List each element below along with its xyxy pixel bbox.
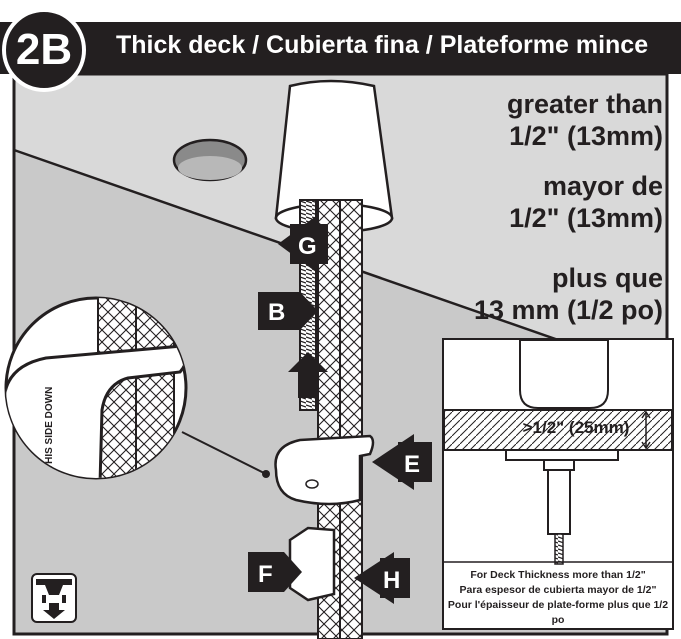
inset-nut	[547, 469, 571, 535]
part-tag-g: G	[278, 216, 328, 272]
inset-faucet-base	[519, 340, 609, 409]
inset-dimension-arrows	[641, 410, 651, 450]
part-tag-h-label: H	[383, 567, 400, 594]
part-tag-e-label: E	[404, 451, 420, 478]
inset-note-english: For Deck Thickness more than 1/2"	[470, 569, 646, 581]
deck-hole-inner	[178, 156, 242, 180]
inset-washer	[543, 459, 575, 471]
spec-spanish-line-1: mayor de	[542, 171, 663, 201]
part-tag-b: B	[258, 292, 318, 330]
spec-french-line-2: 13 mm (1/2 po)	[473, 295, 663, 325]
bracket-hole	[305, 479, 319, 489]
step-badge: 2B	[2, 8, 86, 92]
inset-dimension-label: >1/2" (25mm)	[522, 418, 630, 437]
supply-hose-right	[339, 199, 363, 639]
header-bar	[0, 22, 681, 74]
inset-note-french: Pour l'épaisseur de plate-forme plus que…	[447, 599, 669, 626]
spec-french-line-1: plus que	[551, 263, 663, 293]
mounting-nut	[288, 526, 336, 602]
part-tag-f-label: F	[258, 561, 273, 588]
part-tag-g-label: G	[298, 233, 317, 260]
part-tag-b-label: B	[268, 299, 285, 326]
up-arrow-icon	[288, 352, 328, 398]
inset-illustration	[444, 340, 672, 565]
spec-spanish: mayor de 1/2" (13mm)	[413, 170, 663, 234]
inset-note-spanish: Para espesor de cubierta mayor de 1/2"	[459, 584, 657, 596]
part-tag-h: H	[354, 552, 410, 604]
faucet-shank	[274, 79, 394, 220]
deck-thickness-inset: >1/2" (25mm) For Deck Thickness more tha…	[442, 338, 674, 630]
spec-english-line-1: greater than	[506, 89, 663, 119]
spec-english-line-2: 1/2" (13mm)	[509, 121, 663, 151]
inset-rod	[554, 533, 564, 565]
spec-english: greater than 1/2" (13mm)	[413, 88, 663, 152]
inset-bracket	[505, 449, 619, 461]
below-deck-install-icon	[31, 573, 77, 623]
detail-leader-dot	[262, 470, 270, 478]
spec-french: plus que 13 mm (1/2 po)	[413, 262, 663, 326]
mounting-bracket	[274, 434, 375, 506]
page-title: Thick deck / Cubierta fina / Plateforme …	[116, 31, 649, 59]
inset-deck-section	[444, 409, 672, 451]
bracket-stamp-text: THIS SIDE DOWN	[44, 387, 55, 470]
down-arrow-icon	[43, 603, 65, 619]
spec-spanish-line-2: 1/2" (13mm)	[509, 203, 663, 233]
detail-leader-line	[181, 431, 267, 475]
part-tag-e: E	[372, 434, 432, 490]
part-tag-f: F	[248, 552, 302, 592]
inset-note: For Deck Thickness more than 1/2" Para e…	[444, 568, 672, 628]
